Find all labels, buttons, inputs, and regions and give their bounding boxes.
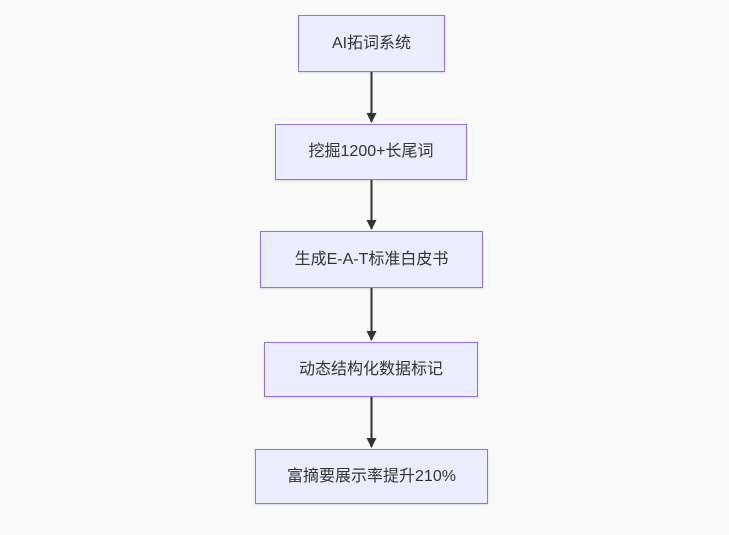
flowchart-node-2-label: 挖掘1200+长尾词 bbox=[308, 143, 434, 161]
flowchart-node-5-label: 富摘要展示率提升210% bbox=[287, 467, 456, 485]
flowchart-node-4-label: 动态结构化数据标记 bbox=[298, 360, 443, 378]
flowchart-node-5: 富摘要展示率提升210% bbox=[255, 449, 488, 504]
flowchart-node-1: AI拓词系统 bbox=[298, 15, 445, 72]
flowchart-node-4: 动态结构化数据标记 bbox=[264, 342, 478, 397]
flowchart-node-1-label: AI拓词系统 bbox=[331, 34, 412, 52]
flowchart-node-3-label: 生成E-A-T标准白皮书 bbox=[294, 250, 449, 268]
flowchart-node-3: 生成E-A-T标准白皮书 bbox=[260, 231, 483, 288]
flowchart-node-2: 挖掘1200+长尾词 bbox=[275, 124, 467, 180]
